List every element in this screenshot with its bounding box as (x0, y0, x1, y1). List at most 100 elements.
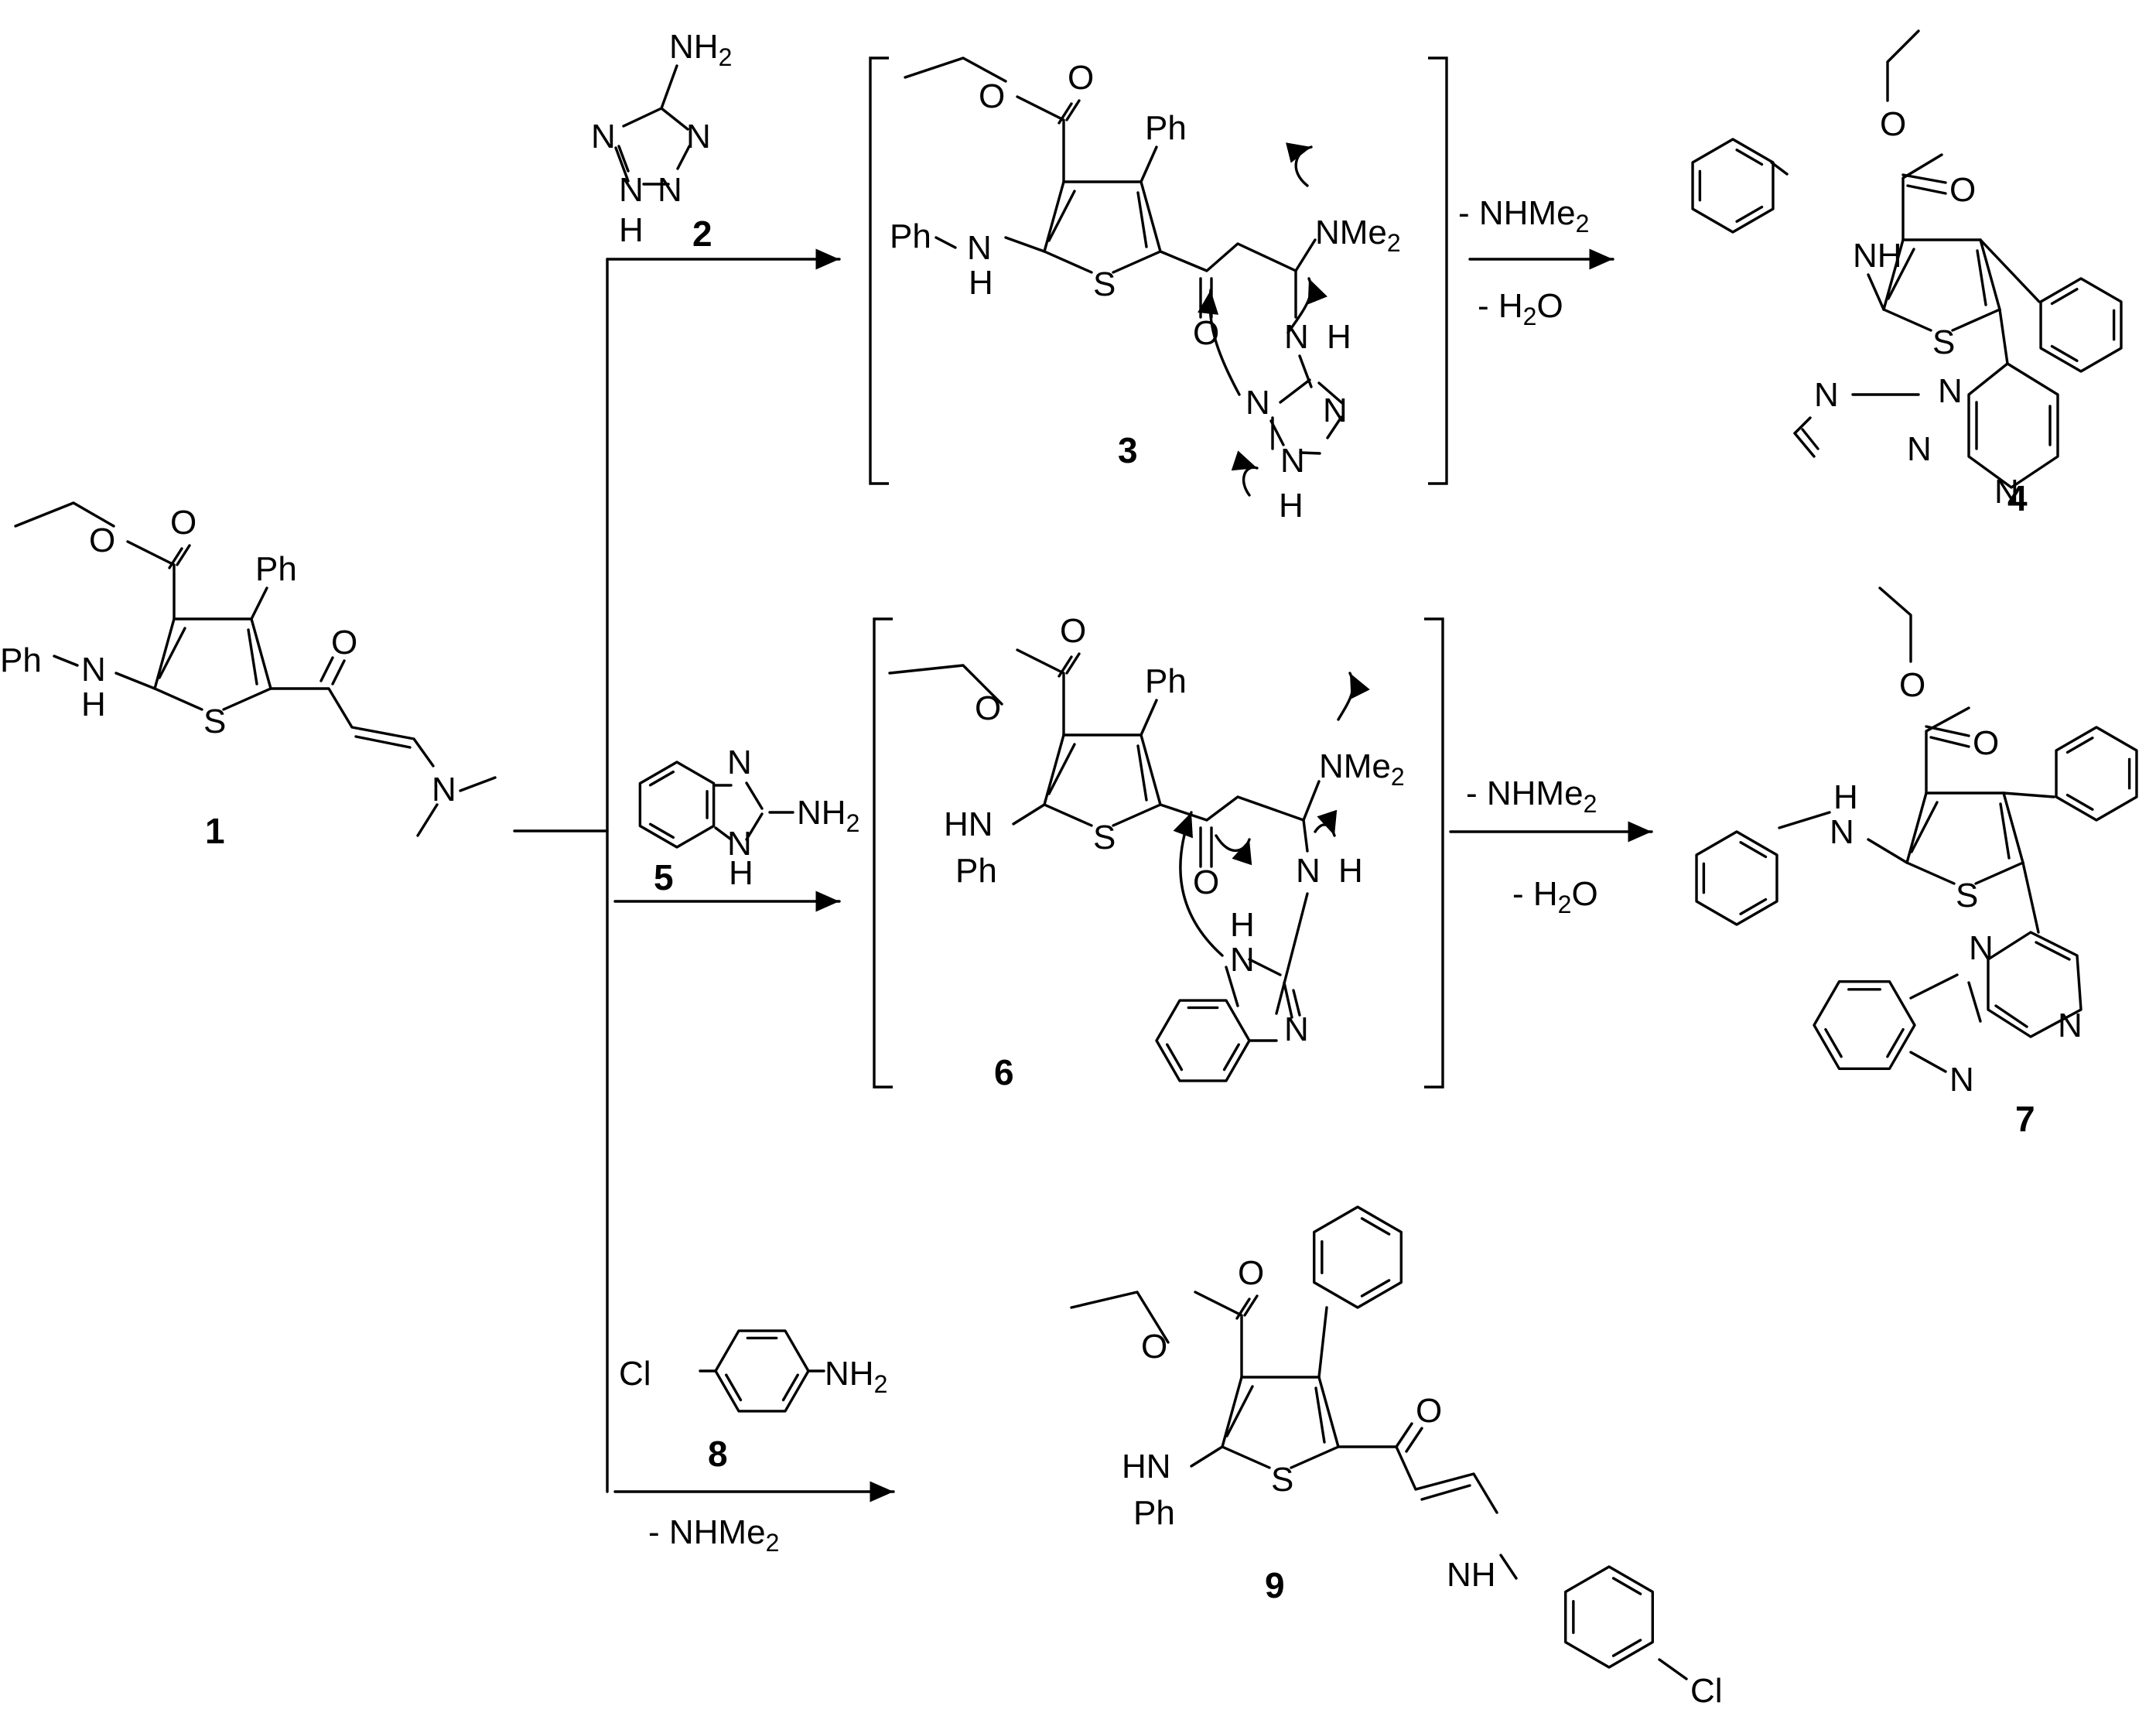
bond (1302, 819, 1309, 853)
bond (250, 617, 272, 690)
bond-chain (614, 146, 630, 183)
imidazole-n-label: N (727, 744, 752, 781)
sulfur-label: S (203, 703, 226, 740)
bridge-n-label: N (1938, 372, 1963, 410)
bond (158, 627, 186, 679)
subscript: 2 (1387, 229, 1401, 257)
bond (648, 770, 675, 787)
bond (153, 687, 203, 711)
bond-chain (1070, 1291, 1170, 1344)
bond (1360, 1279, 1391, 1297)
bond (745, 812, 764, 841)
compound-7-number: 7 (2015, 1099, 2035, 1139)
bond-chain (1424, 617, 1444, 1089)
bond (1317, 1306, 1328, 1379)
ring-closure-arrow (1231, 450, 1259, 497)
ring (1155, 999, 1251, 1082)
bond-chain (126, 540, 176, 620)
bond (1225, 1385, 1254, 1438)
bond (1658, 1658, 1688, 1680)
bond (714, 826, 733, 841)
compound-8-number: 8 (708, 1434, 728, 1474)
bond (1974, 861, 2024, 885)
bond (459, 776, 497, 792)
bond (1801, 428, 1819, 450)
suffix: O (1571, 875, 1597, 913)
triazole-n-label: N (658, 171, 682, 209)
bond (1004, 236, 1046, 253)
imidazole-h-label: H (1230, 906, 1255, 944)
byproduct-label: - NHMe2 (648, 1513, 779, 1557)
triazole-h-label: H (619, 211, 644, 249)
amine-phenyl-label: Ph (0, 641, 42, 679)
byproduct-label: - NHMe2 (1466, 774, 1597, 818)
amino-label: NH2 (825, 1355, 887, 1398)
triazole-n-label: N (1323, 391, 1348, 429)
amine-n-label: N (1284, 318, 1309, 356)
bond-chain (1901, 153, 1943, 241)
ring (1564, 1565, 1654, 1669)
bond (1112, 250, 1162, 274)
bond (1882, 308, 1932, 332)
subscript: 2 (1584, 790, 1597, 818)
bond-chain (1428, 56, 1448, 485)
bond (2021, 861, 2040, 934)
imidazole-n-label: N (1949, 1061, 1974, 1099)
dimethylamino-label: NMe2 (1319, 747, 1405, 791)
bond-chain (869, 56, 889, 485)
carbonyl-arrow (1215, 834, 1252, 866)
amine-phenyl-label: Ph (1133, 1494, 1175, 1532)
bond (1778, 811, 1831, 829)
compound-4-number: 4 (2007, 478, 2028, 518)
amine-n-label: N (1830, 813, 1854, 851)
bond (2050, 344, 2079, 362)
bond (1047, 190, 1076, 242)
carbonyl-oxygen-label: O (170, 504, 196, 542)
bond (1979, 238, 2041, 303)
bond (2002, 791, 2024, 864)
bond-chain (1016, 648, 1065, 737)
bond (1065, 99, 1081, 121)
bond (934, 236, 957, 249)
ester-oxygen-label: O (975, 689, 1001, 727)
pyrimidine-n-label: N (2058, 1007, 2083, 1044)
amine-h-label: H (81, 685, 106, 723)
bond-chain (1159, 795, 1305, 822)
suffix: O (1536, 287, 1563, 325)
bond-chain (1886, 29, 1920, 102)
bond-chain (14, 501, 115, 528)
bond (1886, 1027, 1905, 1058)
ring (714, 1329, 810, 1413)
bond (660, 64, 678, 110)
triazole-n-label: N (686, 118, 711, 156)
bond (1043, 733, 1065, 806)
amine-hn-label: HN (944, 805, 993, 843)
bond (2065, 793, 2094, 811)
sulfur-label: S (1093, 265, 1116, 303)
bond (1317, 1376, 1340, 1448)
amine-phenyl-label: Ph (890, 217, 931, 255)
proton-arrow (1286, 277, 1327, 334)
bond (1140, 699, 1158, 737)
amine-h-label: H (1327, 318, 1351, 356)
amine-h-label: H (1338, 852, 1363, 890)
bond (725, 1373, 743, 1402)
carbonyl-oxygen-label: O (1068, 59, 1094, 97)
leaving-arrow (1337, 672, 1370, 721)
bond-chain (1159, 242, 1297, 272)
bond (1043, 180, 1065, 253)
bond-chain (1925, 706, 1970, 795)
ester-oxygen-label: O (979, 77, 1005, 115)
bond (1047, 743, 1076, 795)
chloro-label: Cl (1690, 1672, 1723, 1710)
subscript: 2 (874, 1370, 888, 1398)
amine-nh-label: NH (1447, 1556, 1496, 1594)
bond (1905, 791, 1928, 864)
water-label: - H2O (1512, 875, 1598, 918)
bond (1901, 173, 1947, 184)
imidazole-n-label: N (1284, 1010, 1309, 1048)
amine-nh-label: NH (1853, 237, 1902, 275)
bond (1998, 308, 2009, 365)
dimethylamino-label: NMe2 (1315, 214, 1401, 257)
bond (1222, 1043, 1240, 1072)
